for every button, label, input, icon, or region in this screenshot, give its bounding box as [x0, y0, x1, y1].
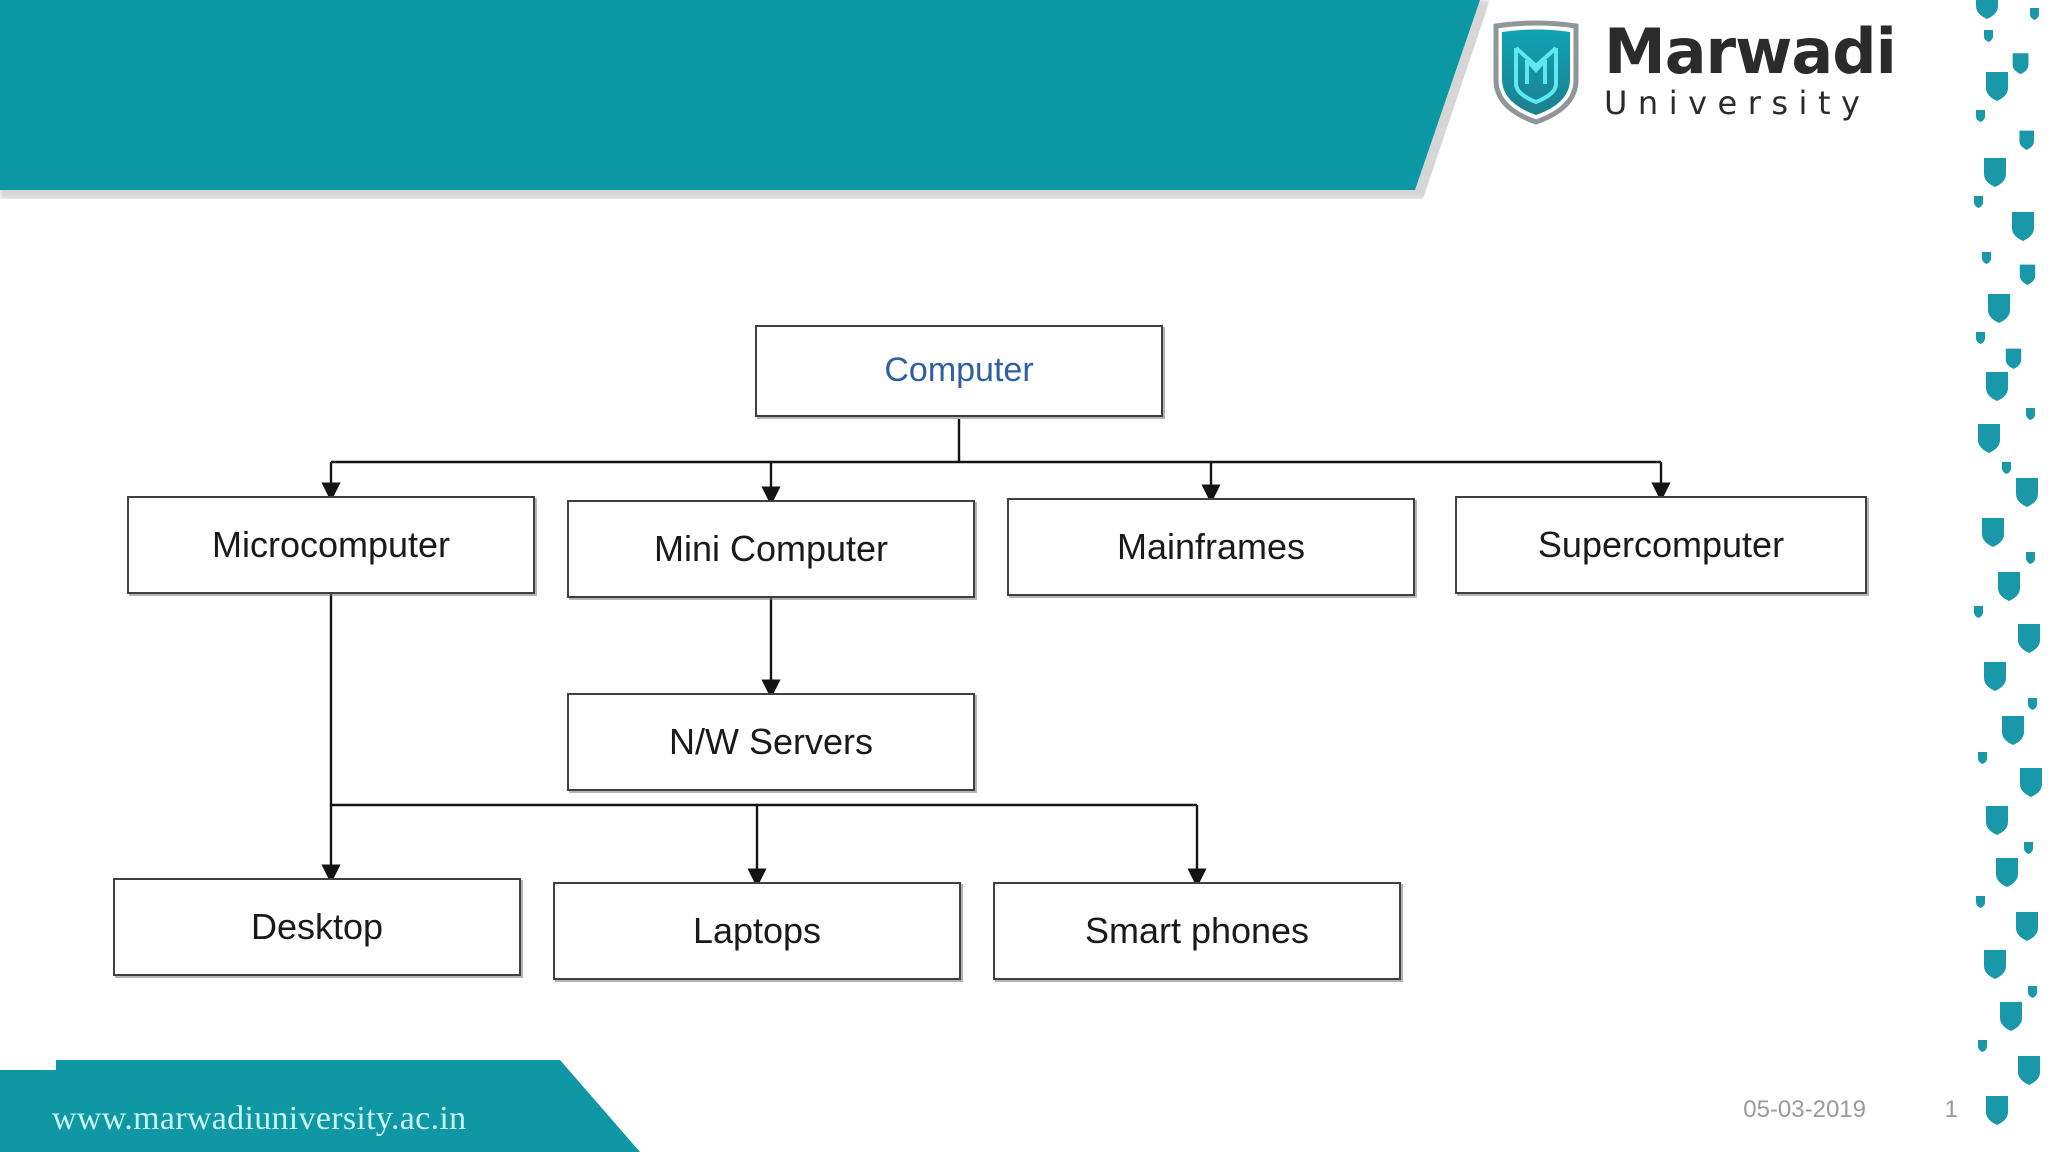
diagram-node-smartphones[interactable]: Smart phones [993, 882, 1401, 980]
diagram-node-label: Mini Computer [653, 528, 889, 570]
diagram-node-minicomputer[interactable]: Mini Computer [567, 500, 975, 598]
diagram-node-desktop[interactable]: Desktop [113, 878, 521, 976]
diagram-node-mainframes[interactable]: Mainframes [1007, 498, 1415, 596]
brand-name-block: Marwadi University [1604, 15, 1897, 122]
diagram-node-microcomputer[interactable]: Microcomputer [127, 496, 535, 594]
header-band [0, 0, 1480, 190]
diagram-node-label: Supercomputer [1537, 524, 1785, 566]
diagram-node-laptops[interactable]: Laptops [553, 882, 961, 980]
footer-band [0, 1060, 640, 1152]
footer-date: 05-03-2019 [1743, 1096, 1866, 1123]
footer-page-number: 1 [1944, 1096, 1958, 1123]
diagram-node-label: Computer [884, 351, 1034, 390]
diagram-node-label: Smart phones [1084, 910, 1310, 952]
diagram-node-label: Microcomputer [211, 524, 451, 566]
brand-logo: Marwadi University [1490, 15, 1897, 126]
diagram-node-supercomputer[interactable]: Supercomputer [1455, 496, 1867, 594]
diagram-node-nwservers[interactable]: N/W Servers [567, 693, 975, 791]
diagram-node-label: Laptops [692, 910, 822, 952]
diagram-node-label: Desktop [250, 906, 384, 948]
diagram-node-computer[interactable]: Computer [755, 325, 1163, 417]
brand-name-primary: Marwadi [1604, 15, 1897, 89]
marwadi-shield-icon [1493, 20, 1579, 125]
diagram-node-label: N/W Servers [668, 721, 873, 763]
brand-name-secondary: University [1604, 83, 1871, 122]
footer-website-url[interactable]: www.marwadiuniversity.ac.in [52, 1100, 467, 1137]
diagram-node-label: Mainframes [1116, 526, 1306, 568]
